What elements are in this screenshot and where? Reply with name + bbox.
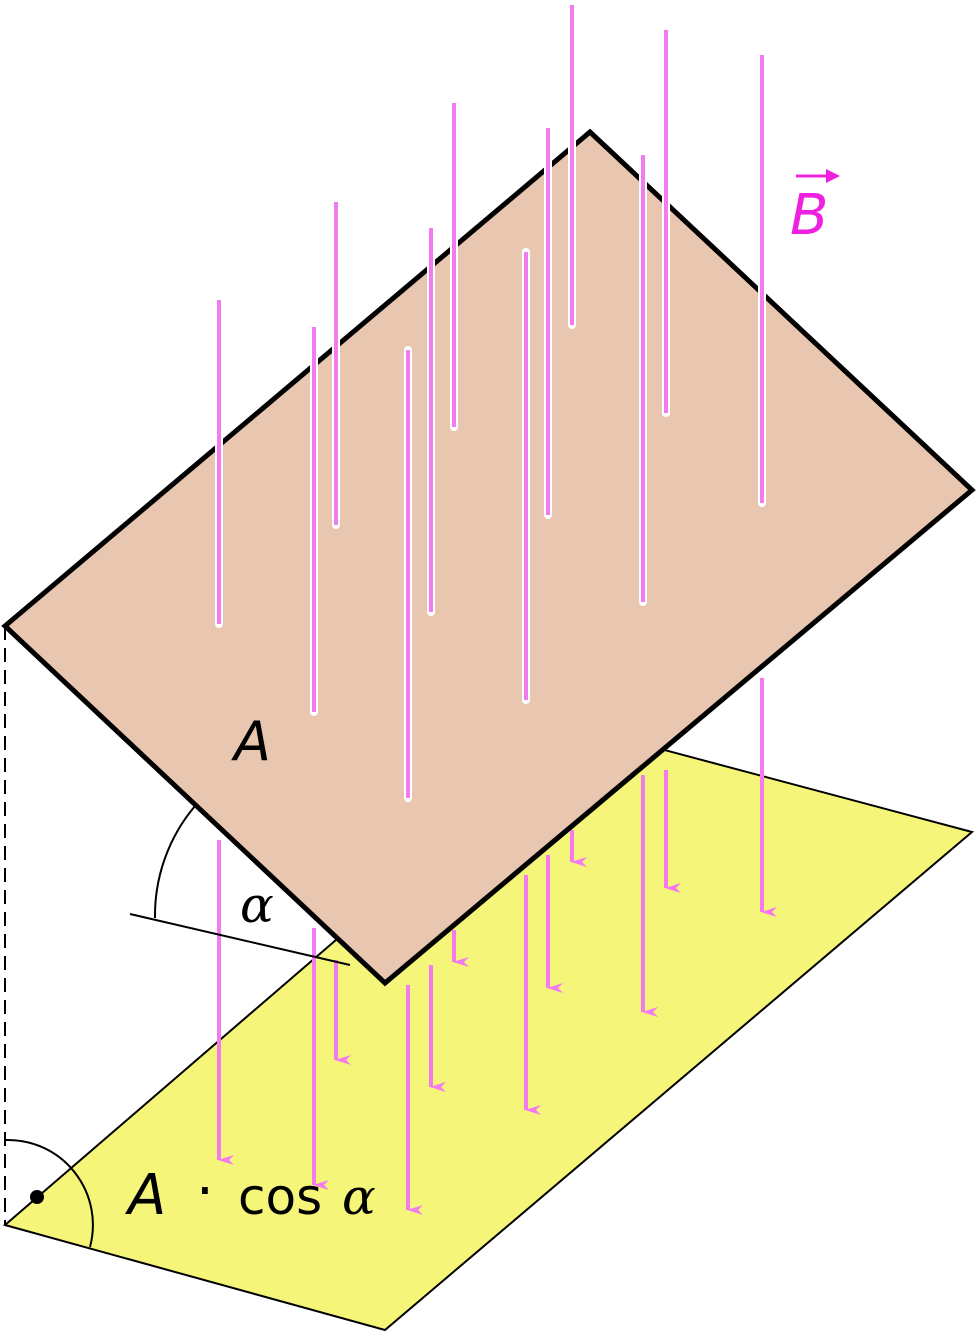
tilted-plate (1, 128, 976, 987)
projected-cos: cos (238, 1168, 322, 1226)
projected-dot: · (196, 1159, 214, 1224)
angle-arc (153, 805, 196, 919)
projected-alpha: α (342, 1168, 376, 1226)
right-angle-dot (30, 1190, 44, 1204)
right-angle-arc (4, 1138, 94, 1248)
field-lines-above (215, 1, 766, 802)
projected-area-symbol: A (125, 1163, 166, 1228)
tilted-area-label: A (231, 710, 271, 773)
field-label: B (790, 183, 828, 248)
field-arrows-below (217, 678, 777, 1215)
angle-reference-line (129, 913, 351, 966)
angle-label: α (240, 876, 274, 934)
field-vector-arrow (796, 169, 840, 183)
